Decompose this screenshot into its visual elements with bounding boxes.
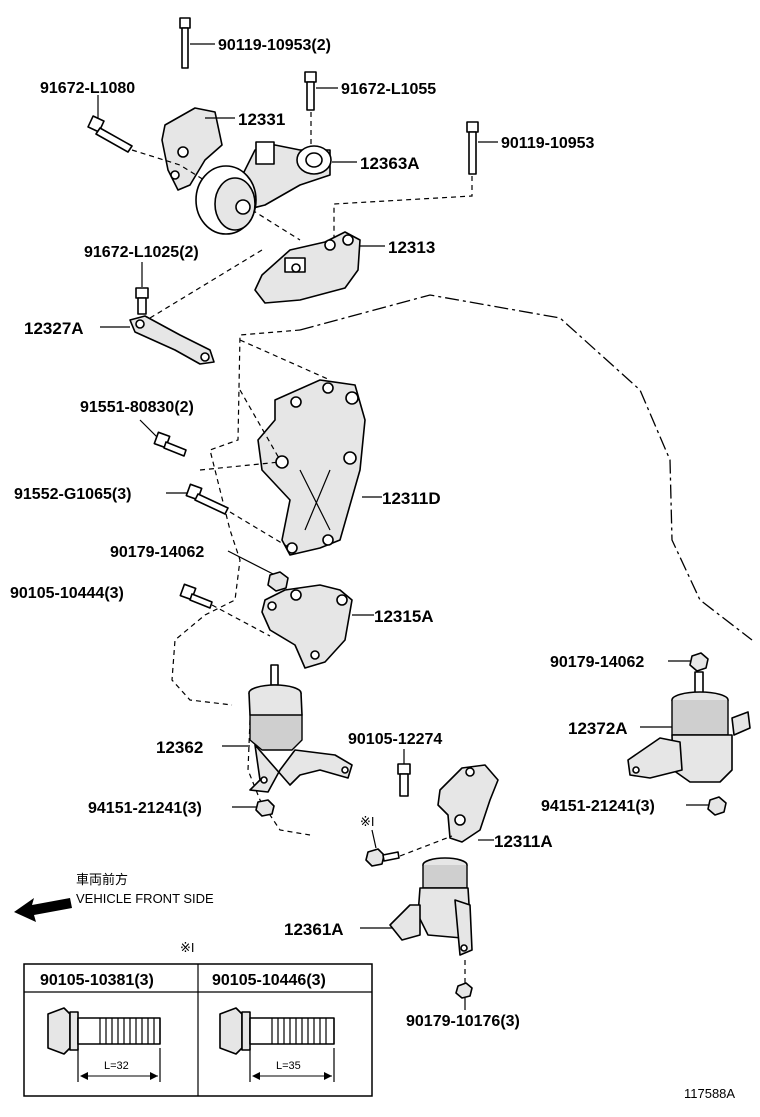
bolt-90105-10381-drawing xyxy=(47,1007,161,1082)
bracket-12311A xyxy=(437,764,499,843)
table-right-part: 90105-10446(3) xyxy=(212,972,326,989)
bolt-90105-10446-drawing xyxy=(219,1007,335,1082)
label-12311D: 12311D xyxy=(382,489,441,508)
label-12313: 12313 xyxy=(388,238,435,257)
label-90119-10953: 90119-10953 xyxy=(501,135,595,152)
label-12372A: 12372A xyxy=(568,719,628,738)
bolt-91672-L1080 xyxy=(87,115,133,153)
label-91672-L1055: 91672-L1055 xyxy=(341,81,436,98)
note-mark-label: ※I xyxy=(360,814,375,829)
table-left-length: L=32 xyxy=(104,1060,129,1072)
bolt-91672-L1055 xyxy=(304,71,317,111)
nut-94151-21241-a xyxy=(255,799,275,817)
label-90119-10953-2: 90119-10953(2) xyxy=(218,37,331,54)
bolt-91672-L1025 xyxy=(135,287,149,315)
bolt-note-mark xyxy=(365,848,400,867)
bolt-91551-80830 xyxy=(153,431,187,457)
front-label-en: VEHICLE FRONT SIDE xyxy=(76,891,214,906)
front-label-jp: 車両前方 xyxy=(76,872,128,887)
label-90179-10176-3: 90179-10176(3) xyxy=(406,1013,520,1030)
nut-90179-14062-b xyxy=(689,652,709,672)
table-note-mark: ※I xyxy=(180,940,195,955)
label-12363A: 12363A xyxy=(360,154,420,173)
label-12361A: 12361A xyxy=(284,920,344,939)
label-91672-L1025-2: 91672-L1025(2) xyxy=(84,244,199,261)
bolt-91552-G1065 xyxy=(185,483,229,515)
bracket-12315A xyxy=(261,584,353,669)
bolt-90105-10444 xyxy=(179,583,213,609)
engine-outline xyxy=(299,294,753,641)
nut-90179-10176 xyxy=(455,982,473,999)
bracket-12311D xyxy=(257,379,366,556)
label-12331: 12331 xyxy=(238,110,285,129)
label-12362: 12362 xyxy=(156,738,203,757)
label-91552-G1065-3: 91552-G1065(3) xyxy=(14,486,131,503)
mount-12372A xyxy=(627,671,751,783)
label-90105-12274: 90105-12274 xyxy=(348,731,442,748)
label-90179-14062-b: 90179-14062 xyxy=(550,654,644,671)
mount-12362 xyxy=(248,664,353,793)
bracket-12331 xyxy=(161,107,223,191)
label-12315A: 12315A xyxy=(374,607,434,626)
nut-90179-14062-a xyxy=(267,571,289,592)
bracket-12313 xyxy=(254,231,361,304)
mount-12361A xyxy=(389,857,473,956)
label-94151-21241-b: 94151-21241(3) xyxy=(541,798,655,815)
engine-outline-left xyxy=(171,329,301,706)
label-90105-10444-3: 90105-10444(3) xyxy=(10,585,124,602)
label-90179-14062-a: 90179-14062 xyxy=(110,544,204,561)
label-94151-21241-a: 94151-21241(3) xyxy=(88,800,202,817)
rod-12327A xyxy=(129,315,215,365)
label-91551-80830-2: 91551-80830(2) xyxy=(80,399,194,416)
illustration-id: 117588A xyxy=(684,1086,735,1101)
transaxle-outline xyxy=(247,719,311,836)
bolt-90119-10953-2 xyxy=(179,17,191,69)
front-arrow-icon xyxy=(14,898,72,922)
label-91672-L1080: 91672-L1080 xyxy=(40,80,135,97)
bolt-90119-10953 xyxy=(466,121,479,175)
table-left-part: 90105-10381(3) xyxy=(40,972,154,989)
table-right-length: L=35 xyxy=(276,1060,301,1072)
label-12311A: 12311A xyxy=(494,832,553,851)
bolt-90105-12274 xyxy=(397,763,411,797)
label-12327A: 12327A xyxy=(24,319,84,338)
nut-94151-21241-b xyxy=(707,796,727,816)
mount-12363A xyxy=(195,141,332,235)
